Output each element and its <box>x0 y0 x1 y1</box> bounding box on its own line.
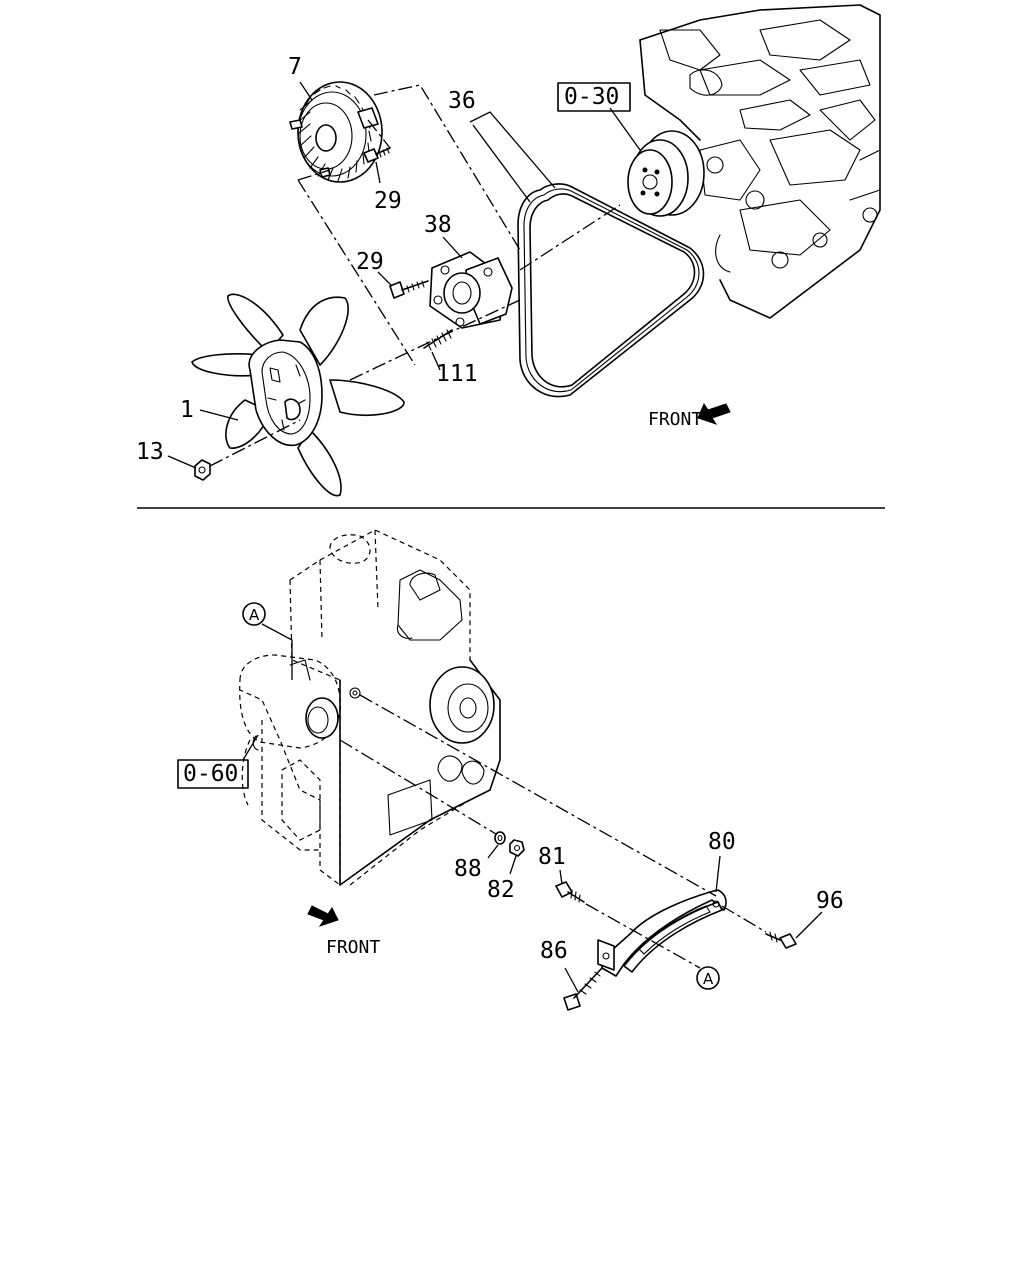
drive-belt <box>517 183 705 398</box>
front-label-top: FRONT <box>648 409 702 430</box>
engine-block-top <box>639 4 881 319</box>
fan-pulley <box>429 251 513 329</box>
callout-82: 82 <box>487 877 515 903</box>
cooling-fan <box>191 293 405 497</box>
callout-29-upper: 29 <box>374 188 402 214</box>
callout-1: 1 <box>180 397 194 423</box>
bottom-view <box>239 529 823 1011</box>
callout-80: 80 <box>708 829 736 855</box>
reference-label-0-60: 0-60 <box>183 761 238 787</box>
callout-88: 88 <box>454 856 482 882</box>
nut-13 <box>194 459 211 481</box>
callout-96: 96 <box>816 888 844 914</box>
callout-7: 7 <box>288 54 302 80</box>
circle-marker-a-lower-label: A <box>703 970 714 988</box>
callout-38: 38 <box>424 212 452 238</box>
circle-marker-a-lower <box>696 966 720 990</box>
fan-clutch <box>289 81 383 183</box>
leader-lines-bottom <box>242 623 823 993</box>
top-view <box>167 4 881 497</box>
bolt-29-lower <box>389 280 429 299</box>
callout-111: 111 <box>436 361 478 387</box>
assembly-lines-bottom <box>339 694 767 969</box>
engine-block-bottom <box>239 529 501 887</box>
alternator <box>239 654 341 806</box>
front-arrow-bottom-icon <box>307 905 339 927</box>
washer-88 <box>494 831 506 845</box>
bolt-86 <box>563 967 603 1011</box>
front-label-bottom: FRONT <box>326 937 380 958</box>
callout-86: 86 <box>540 938 568 964</box>
adjusting-bar <box>597 889 727 977</box>
reference-box-0-60 <box>177 759 249 789</box>
circle-marker-a-upper <box>242 602 266 626</box>
crankshaft-pulley <box>627 130 705 217</box>
nut-82 <box>509 839 525 857</box>
assembly-lines-top <box>209 84 621 467</box>
callout-13: 13 <box>136 439 164 465</box>
bolt-96 <box>765 931 797 949</box>
callout-81: 81 <box>538 844 566 870</box>
leader-lines-top <box>167 81 641 469</box>
bolt-81 <box>555 881 585 903</box>
circle-marker-a-upper-label: A <box>249 606 260 624</box>
front-arrow-top-icon <box>697 402 731 425</box>
bolt-29-upper <box>363 147 391 163</box>
reference-box-0-30 <box>557 82 631 112</box>
reference-label-0-30: 0-30 <box>564 84 619 110</box>
callout-29-lower: 29 <box>356 249 384 275</box>
callout-36: 36 <box>448 88 476 114</box>
